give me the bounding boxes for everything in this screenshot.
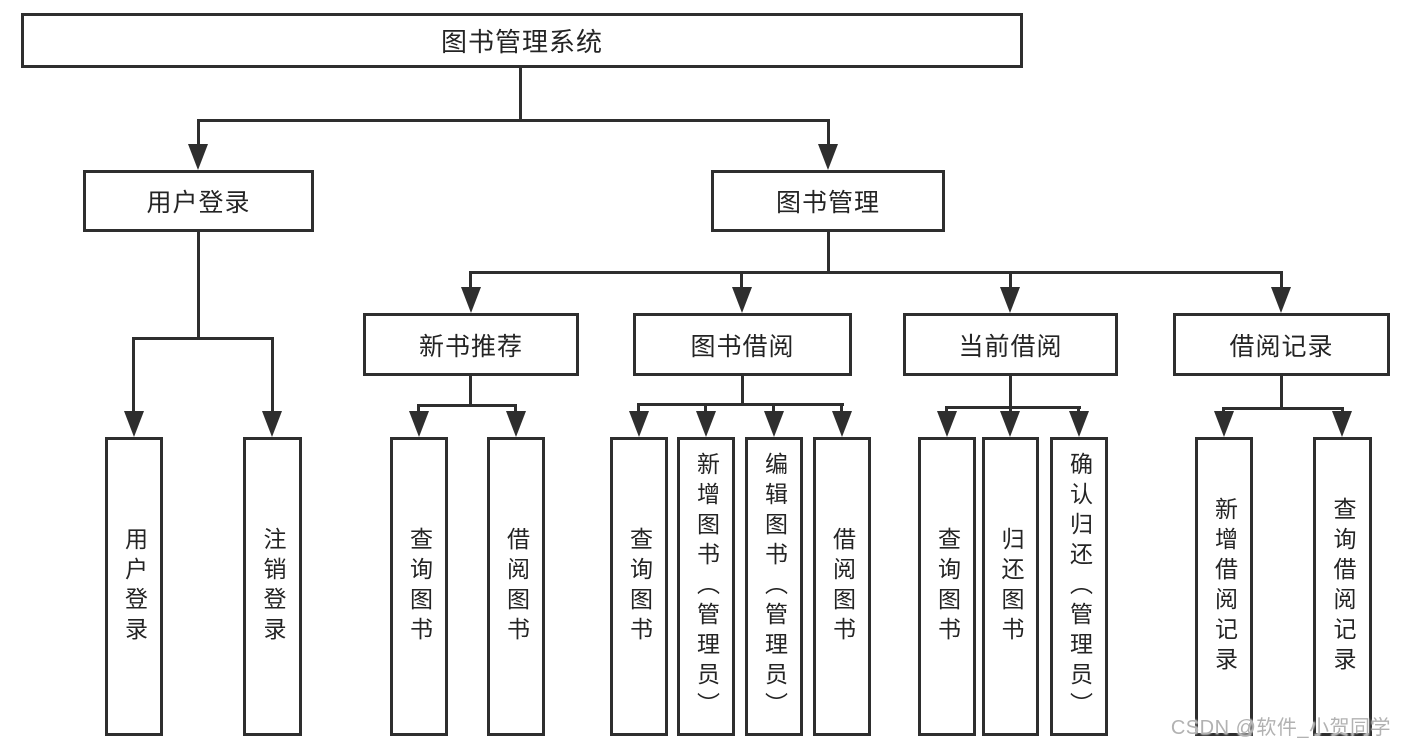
box-borrow-records: 借阅记录 — [1173, 313, 1390, 376]
leaf-label: 新增借阅记录 — [1211, 496, 1238, 677]
arrow-down-icon — [696, 411, 716, 437]
connector-stem — [945, 406, 948, 412]
node-label: 图书借阅 — [690, 332, 795, 361]
connector-stem — [1009, 271, 1012, 287]
connector-bookmgmt-stem — [827, 232, 830, 274]
leaf-return-books: 归还图书 — [982, 437, 1039, 736]
connector-records-stem — [1280, 376, 1283, 410]
connector-stem — [704, 403, 707, 412]
connector-bookborrow-stem — [741, 376, 744, 406]
box-new-book-recommend: 新书推荐 — [363, 313, 579, 376]
leaf-query-borrow-record: 查询借阅记录 — [1313, 437, 1372, 736]
csdn-watermark: CSDN @软件_小贺同学 — [1170, 717, 1391, 739]
leaf-label: 查询图书 — [406, 526, 433, 647]
arrow-down-icon — [937, 411, 957, 437]
leaf-edit-books-admin: 编辑图书（管理员） — [745, 437, 803, 736]
box-library-system-root: 图书管理系统 — [21, 13, 1023, 68]
arrow-down-icon — [832, 411, 852, 437]
connector-stem — [417, 404, 420, 412]
arrow-down-icon — [1069, 411, 1089, 437]
arrow-down-icon — [1271, 287, 1291, 313]
node-label: 新书推荐 — [418, 332, 523, 361]
box-user-login: 用户登录 — [83, 170, 314, 232]
leaf-label: 查询图书 — [934, 526, 961, 647]
connector-stem — [132, 337, 135, 411]
connector-records-split — [1222, 407, 1344, 410]
arrow-down-icon — [188, 144, 208, 170]
connector-bookborrow-split — [637, 403, 844, 406]
root-label: 图书管理系统 — [440, 27, 603, 57]
connector-currentborrow-split — [945, 406, 1081, 409]
connector-userlogin-split — [132, 337, 274, 340]
connector-stem — [271, 337, 274, 411]
leaf-label: 确认归还（管理员） — [1066, 451, 1093, 722]
connector-stem — [827, 119, 830, 146]
leaf-query-books-3: 查询图书 — [918, 437, 976, 736]
connector-root-stem — [519, 68, 522, 122]
leaf-label: 查询图书 — [626, 526, 653, 647]
leaf-add-borrow-record: 新增借阅记录 — [1195, 437, 1253, 736]
connector-stem — [469, 271, 472, 287]
leaf-label: 用户登录 — [121, 526, 148, 647]
leaf-user-login: 用户登录 — [105, 437, 163, 736]
arrow-down-icon — [461, 287, 481, 313]
connector-newbook-stem — [469, 376, 472, 407]
connector-currentborrow-stem — [1009, 376, 1012, 409]
arrow-down-icon — [764, 411, 784, 437]
connector-stem — [1222, 407, 1225, 412]
leaf-borrow-books-1: 借阅图书 — [487, 437, 545, 736]
arrow-down-icon — [1332, 411, 1352, 437]
connector-root-split — [197, 119, 830, 122]
arrow-down-icon — [629, 411, 649, 437]
leaf-label: 归还图书 — [998, 526, 1024, 647]
connector-stem — [840, 403, 843, 412]
connector-stem — [1077, 406, 1080, 412]
connector-userlogin-stem — [197, 232, 200, 340]
leaf-label: 编辑图书（管理员） — [761, 451, 788, 722]
node-label: 图书管理 — [775, 189, 880, 217]
connector-stem — [514, 404, 517, 412]
connector-stem — [740, 271, 743, 287]
leaf-label: 查询借阅记录 — [1330, 496, 1356, 677]
leaf-query-books-2: 查询图书 — [610, 437, 668, 736]
box-book-borrow: 图书借阅 — [633, 313, 852, 376]
arrow-down-icon — [818, 144, 838, 170]
arrow-down-icon — [409, 411, 429, 437]
connector-stem — [197, 119, 200, 146]
arrow-down-icon — [506, 411, 526, 437]
connector-bookmgmt-split — [469, 271, 1282, 274]
connector-stem — [637, 403, 640, 412]
node-label: 当前借阅 — [958, 332, 1063, 361]
leaf-borrow-books-2: 借阅图书 — [813, 437, 871, 736]
leaf-query-books-1: 查询图书 — [390, 437, 448, 736]
connector-stem — [1009, 406, 1012, 412]
connector-newbook-split — [417, 404, 517, 407]
box-current-borrow: 当前借阅 — [903, 313, 1118, 376]
node-label: 用户登录 — [146, 189, 251, 217]
connector-stem — [1280, 271, 1283, 287]
leaf-label: 新增图书（管理员） — [693, 451, 720, 722]
leaf-label: 借阅图书 — [829, 526, 856, 647]
arrow-down-icon — [1000, 411, 1020, 437]
leaf-logout: 注销登录 — [243, 437, 302, 736]
box-book-management: 图书管理 — [711, 170, 945, 232]
leaf-label: 借阅图书 — [503, 526, 530, 647]
leaf-add-books-admin: 新增图书（管理员） — [677, 437, 735, 736]
arrow-down-icon — [1000, 287, 1020, 313]
connector-stem — [1341, 407, 1344, 412]
connector-stem — [772, 403, 775, 412]
arrow-down-icon — [124, 411, 144, 437]
arrow-down-icon — [262, 411, 282, 437]
arrow-down-icon — [732, 287, 752, 313]
arrow-down-icon — [1214, 411, 1234, 437]
node-label: 借阅记录 — [1229, 332, 1334, 361]
leaf-label: 注销登录 — [260, 526, 286, 647]
leaf-confirm-return-admin: 确认归还（管理员） — [1050, 437, 1108, 736]
